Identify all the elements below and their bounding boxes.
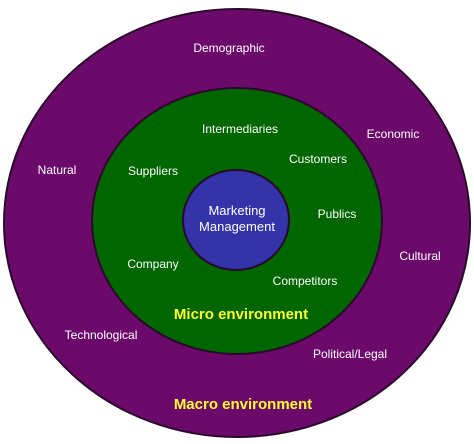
micro-item-publics: Publics bbox=[317, 206, 357, 221]
micro-item-intermediaries: Intermediaries bbox=[201, 121, 279, 136]
micro-item-competitors: Competitors bbox=[272, 273, 338, 288]
micro-item-company: Company bbox=[127, 256, 179, 271]
macro-item-technological: Technological bbox=[64, 327, 138, 342]
macro-environment-title: Macro environment bbox=[173, 396, 313, 413]
macro-item-political-legal: Political/Legal bbox=[312, 346, 388, 361]
macro-item-economic: Economic bbox=[366, 126, 420, 141]
micro-item-suppliers: Suppliers bbox=[127, 163, 179, 178]
micro-item-customers: Customers bbox=[288, 151, 348, 166]
micro-environment-title: Micro environment bbox=[173, 306, 309, 323]
macro-item-cultural: Cultural bbox=[399, 248, 441, 263]
core-label-line1: Marketing bbox=[208, 202, 266, 218]
core-label: Marketing Management bbox=[199, 203, 275, 236]
macro-item-natural: Natural bbox=[37, 162, 77, 177]
core-label-line2: Management bbox=[199, 219, 275, 234]
macro-item-demographic: Demographic bbox=[193, 40, 265, 55]
marketing-management-core bbox=[182, 169, 290, 271]
